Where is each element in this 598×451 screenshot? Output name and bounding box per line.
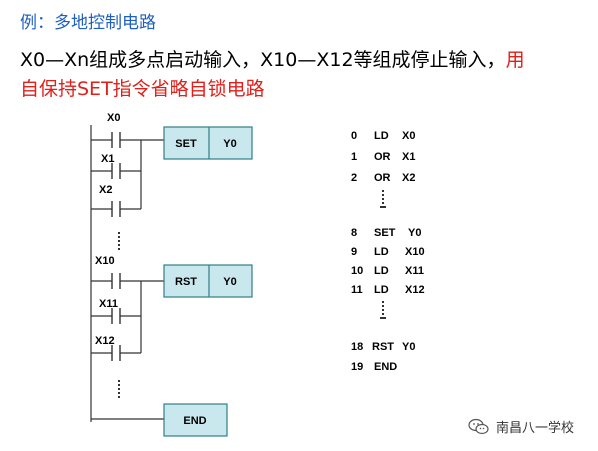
page-title: 例：多地控制电路 [20,13,156,33]
svg-text:X12: X12 [405,284,425,296]
list-ellipsis [380,190,386,319]
svg-text:Y0: Y0 [408,227,421,239]
description-line-1-text: X0—Xn组成多点启动输入，X10—X12等组成停止输入， [20,49,506,71]
svg-text:LD: LD [374,246,389,258]
list-item: 10 LD X11 [351,265,424,277]
svg-text:OR: OR [374,172,391,184]
svg-text:X2: X2 [402,172,415,184]
svg-text:1: 1 [351,151,357,163]
svg-text:RST: RST [372,341,394,353]
description-line-2: 自保持SET指令省略自锁电路 [20,78,265,100]
end-box: END [163,403,228,437]
svg-text:9: 9 [351,246,357,258]
svg-text:18: 18 [351,341,363,353]
svg-text:0: 0 [351,130,357,142]
svg-text:END: END [374,361,397,373]
svg-text:X1: X1 [402,151,415,163]
set-target-label: Y0 [223,138,236,150]
description-line-1: X0—Xn组成多点启动输入，X10—X12等组成停止输入，用 [20,45,525,72]
svg-text:Y0: Y0 [402,341,415,353]
svg-text:10: 10 [351,265,363,277]
svg-text:LD: LD [374,265,389,277]
svg-text:LD: LD [374,130,389,142]
description-line-1-red: 用 [505,49,525,71]
label-x1: X1 [101,153,114,165]
svg-text:2: 2 [351,172,357,184]
label-x12: X12 [95,335,115,347]
list-item: 18 RST Y0 [351,341,415,353]
svg-text:LD: LD [374,284,389,296]
watermark: 南昌八一学校 [468,417,574,436]
list-item: 19 END [351,361,397,373]
wechat-icon [468,418,489,434]
end-label: END [183,415,206,427]
label-x11: X11 [99,298,118,310]
list-item: 1 OR X1 [351,151,415,163]
rst-coil-box: RST Y0 [163,264,253,298]
list-item: 2 OR X2 [351,172,415,184]
list-item: 9 LD X10 [351,246,425,258]
ladder-wires [90,125,164,422]
contact-symbols [111,132,121,361]
list-item: 11 LD X12 [351,284,425,296]
list-item: 0 LD X0 [351,130,415,142]
ladder-ellipsis [118,232,120,398]
svg-text:X10: X10 [405,246,425,258]
list-item: 8 SET Y0 [351,227,421,239]
label-x10: X10 [95,255,115,267]
label-x2: X2 [99,184,112,196]
rst-target-label: Y0 [223,276,236,288]
svg-text:8: 8 [351,227,357,239]
set-op-label: SET [175,138,197,150]
set-coil-box: SET Y0 [163,126,253,160]
svg-text:OR: OR [374,151,391,163]
svg-text:X11: X11 [405,265,424,277]
svg-text:X0: X0 [402,130,415,142]
svg-text:11: 11 [351,284,363,296]
watermark-text: 南昌八一学校 [496,421,575,436]
label-x0: X0 [107,112,120,124]
svg-text:19: 19 [351,361,363,373]
rst-op-label: RST [175,276,197,288]
svg-text:SET: SET [374,227,396,239]
